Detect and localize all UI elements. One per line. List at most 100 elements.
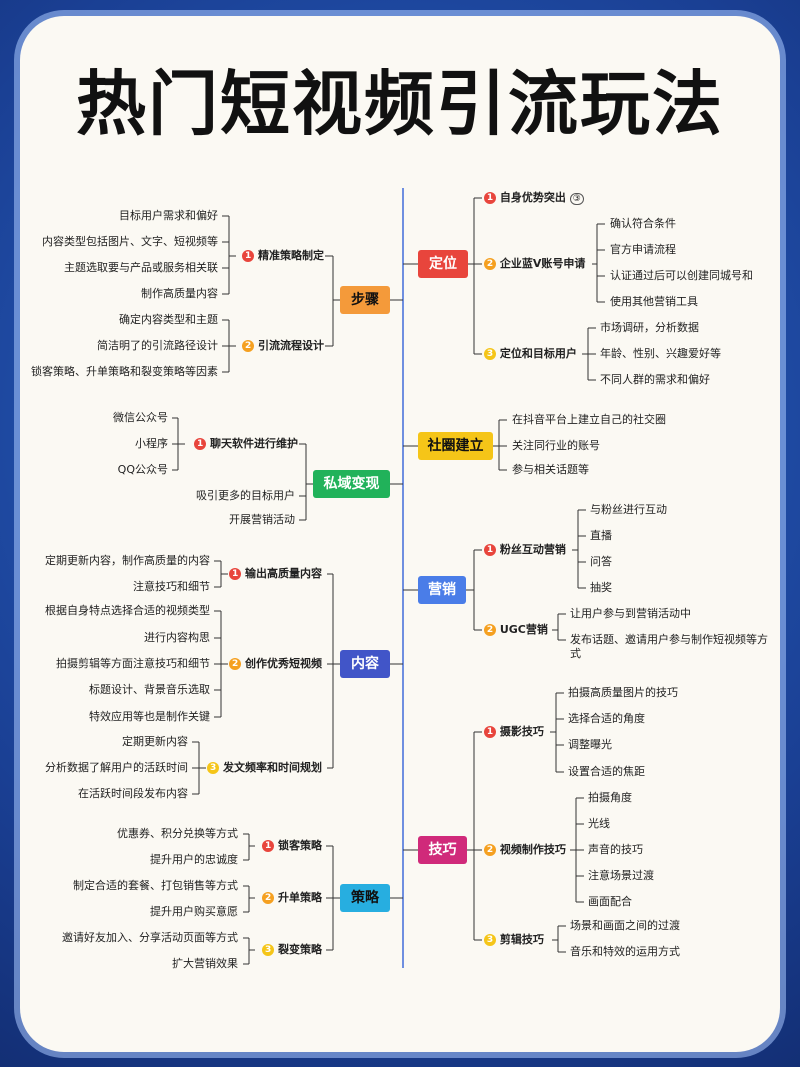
number-badge: 1: [484, 192, 496, 204]
number-badge: 3: [207, 762, 220, 774]
number-badge: 1: [229, 568, 242, 580]
leaf-text: 提升用户购买意愿: [150, 905, 238, 918]
sub-node: 2 视频制作技巧: [484, 843, 566, 857]
sub-node: 1 精准策略制定: [242, 249, 324, 263]
sub-node: 1 输出高质量内容: [229, 567, 322, 581]
leaf-text: 根据自身特点选择合适的视频类型: [45, 604, 210, 617]
leaf-text: 音乐和特效的运用方式: [570, 945, 680, 958]
leaf-text: 年龄、性别、兴趣爱好等: [600, 347, 721, 360]
leaf-text: 问答: [590, 555, 612, 568]
leaf-text: 扩大营销效果: [172, 957, 238, 970]
leaf-text: 提升用户的忠诚度: [150, 853, 238, 866]
leaf-text: 内容类型包括图片、文字、短视频等: [42, 235, 218, 248]
leaf-text: 直播: [590, 529, 612, 542]
expand-badge-icon: ③: [569, 193, 584, 205]
sub-node: 3 剪辑技巧: [484, 933, 544, 947]
number-badge: 2: [484, 258, 496, 270]
number-badge: 2: [229, 658, 242, 670]
leaf-text: 官方申请流程: [610, 243, 676, 256]
node-positioning: 定位: [418, 250, 468, 278]
leaf-text: 制定合适的套餐、打包销售等方式: [73, 879, 238, 892]
leaf-text: 邀请好友加入、分享活动页面等方式: [62, 931, 238, 944]
leaf-text: 声音的技巧: [588, 843, 643, 856]
leaf-text: 认证通过后可以创建同城号和: [610, 269, 753, 282]
page-title: 热门短视频引流玩法: [76, 63, 724, 145]
sub-node: 3 发文频率和时间规划: [207, 761, 322, 775]
leaf-text: 与粉丝进行互动: [590, 503, 667, 516]
sub-node: 1 聊天软件进行维护: [194, 437, 298, 451]
number-badge: 1: [484, 544, 496, 556]
leaf-text: 定期更新内容，制作高质量的内容: [45, 554, 210, 567]
sub-node: 2 升单策略: [262, 891, 322, 905]
node-marketing: 营销: [418, 576, 466, 604]
number-badge: 3: [484, 348, 496, 360]
leaf-text: 主题选取要与产品或服务相关联: [64, 261, 218, 274]
number-badge: 1: [484, 726, 496, 738]
leaf-text: 拍摄角度: [588, 791, 632, 804]
sub-node: 3 裂变策略: [262, 943, 322, 957]
node-content: 内容: [340, 650, 390, 678]
leaf-text: 开展营销活动: [229, 513, 295, 526]
leaf-text: 注意技巧和细节: [133, 580, 210, 593]
sub-node: 1 粉丝互动营销: [484, 543, 566, 557]
sub-node: 1 摄影技巧: [484, 725, 544, 739]
leaf-text: 微信公众号: [113, 411, 168, 424]
number-badge: 3: [484, 934, 496, 946]
leaf-text: 设置合适的焦距: [568, 765, 645, 778]
leaf-text: 制作高质量内容: [141, 287, 218, 300]
leaf-text: 特效应用等也是制作关键: [89, 710, 210, 723]
node-steps: 步骤: [340, 286, 390, 314]
poster-card: [20, 16, 780, 1052]
leaf-text: 锁客策略、升单策略和裂变策略等因素: [31, 365, 218, 378]
node-community: 社圈建立: [418, 432, 493, 460]
number-badge: 3: [262, 944, 275, 956]
sub-node: 2 创作优秀短视频: [229, 657, 322, 671]
number-badge: 2: [484, 844, 496, 856]
node-skills: 技巧: [418, 836, 467, 864]
sub-node: 2 UGC营销: [484, 623, 548, 637]
leaf-text: 简洁明了的引流路径设计: [97, 339, 218, 352]
number-badge: 2: [484, 624, 496, 636]
sub-node: 1 锁客策略: [262, 839, 322, 853]
leaf-text: 调整曝光: [568, 738, 612, 751]
leaf-text: 使用其他营销工具: [610, 295, 698, 308]
leaf-text: 标题设计、背景音乐选取: [89, 683, 210, 696]
leaf-text: 注意场景过渡: [588, 869, 654, 882]
leaf-text: 发布话题、邀请用户参与制作短视频等方式: [570, 633, 768, 660]
leaf-text: 画面配合: [588, 895, 632, 908]
number-badge: 2: [262, 892, 275, 904]
leaf-text: 选择合适的角度: [568, 712, 645, 725]
leaf-text: 参与相关话题等: [512, 463, 589, 476]
number-badge: 1: [242, 250, 255, 262]
sub-node: 3 定位和目标用户: [484, 347, 577, 361]
leaf-text: 优惠券、积分兑换等方式: [117, 827, 238, 840]
leaf-text: 抽奖: [590, 581, 612, 594]
leaf-text: 市场调研，分析数据: [600, 321, 699, 334]
leaf-text: 在活跃时间段发布内容: [78, 787, 188, 800]
sub-node: 1 自身优势突出 ③: [484, 191, 584, 206]
number-badge: 1: [194, 438, 207, 450]
leaf-text: 拍摄剪辑等方面注意技巧和细节: [56, 657, 210, 670]
leaf-text: 定期更新内容: [122, 735, 188, 748]
number-badge: 2: [242, 340, 255, 352]
leaf-text: 关注同行业的账号: [512, 439, 600, 452]
leaf-text: 场景和画面之间的过渡: [570, 919, 680, 932]
leaf-text: 不同人群的需求和偏好: [600, 373, 710, 386]
node-private-domain: 私域变现: [313, 470, 390, 498]
leaf-text: 分析数据了解用户的活跃时间: [45, 761, 188, 774]
leaf-text: 让用户参与到营销活动中: [570, 607, 691, 620]
node-strategy: 策略: [340, 884, 390, 912]
leaf-text: 拍摄高质量图片的技巧: [568, 686, 678, 699]
leaf-text: 目标用户需求和偏好: [119, 209, 218, 222]
number-badge: 1: [262, 840, 275, 852]
leaf-text: 在抖音平台上建立自己的社交圈: [512, 413, 666, 426]
sub-node: 2 引流流程设计: [242, 339, 324, 353]
leaf-text: 吸引更多的目标用户: [196, 489, 295, 502]
leaf-text: 光线: [588, 817, 610, 830]
sub-node: 2 企业蓝V账号申请: [484, 257, 585, 271]
leaf-text: 确认符合条件: [610, 217, 676, 230]
leaf-text: QQ公众号: [117, 463, 168, 476]
leaf-text: 小程序: [135, 437, 168, 450]
leaf-text: 确定内容类型和主题: [119, 313, 218, 326]
